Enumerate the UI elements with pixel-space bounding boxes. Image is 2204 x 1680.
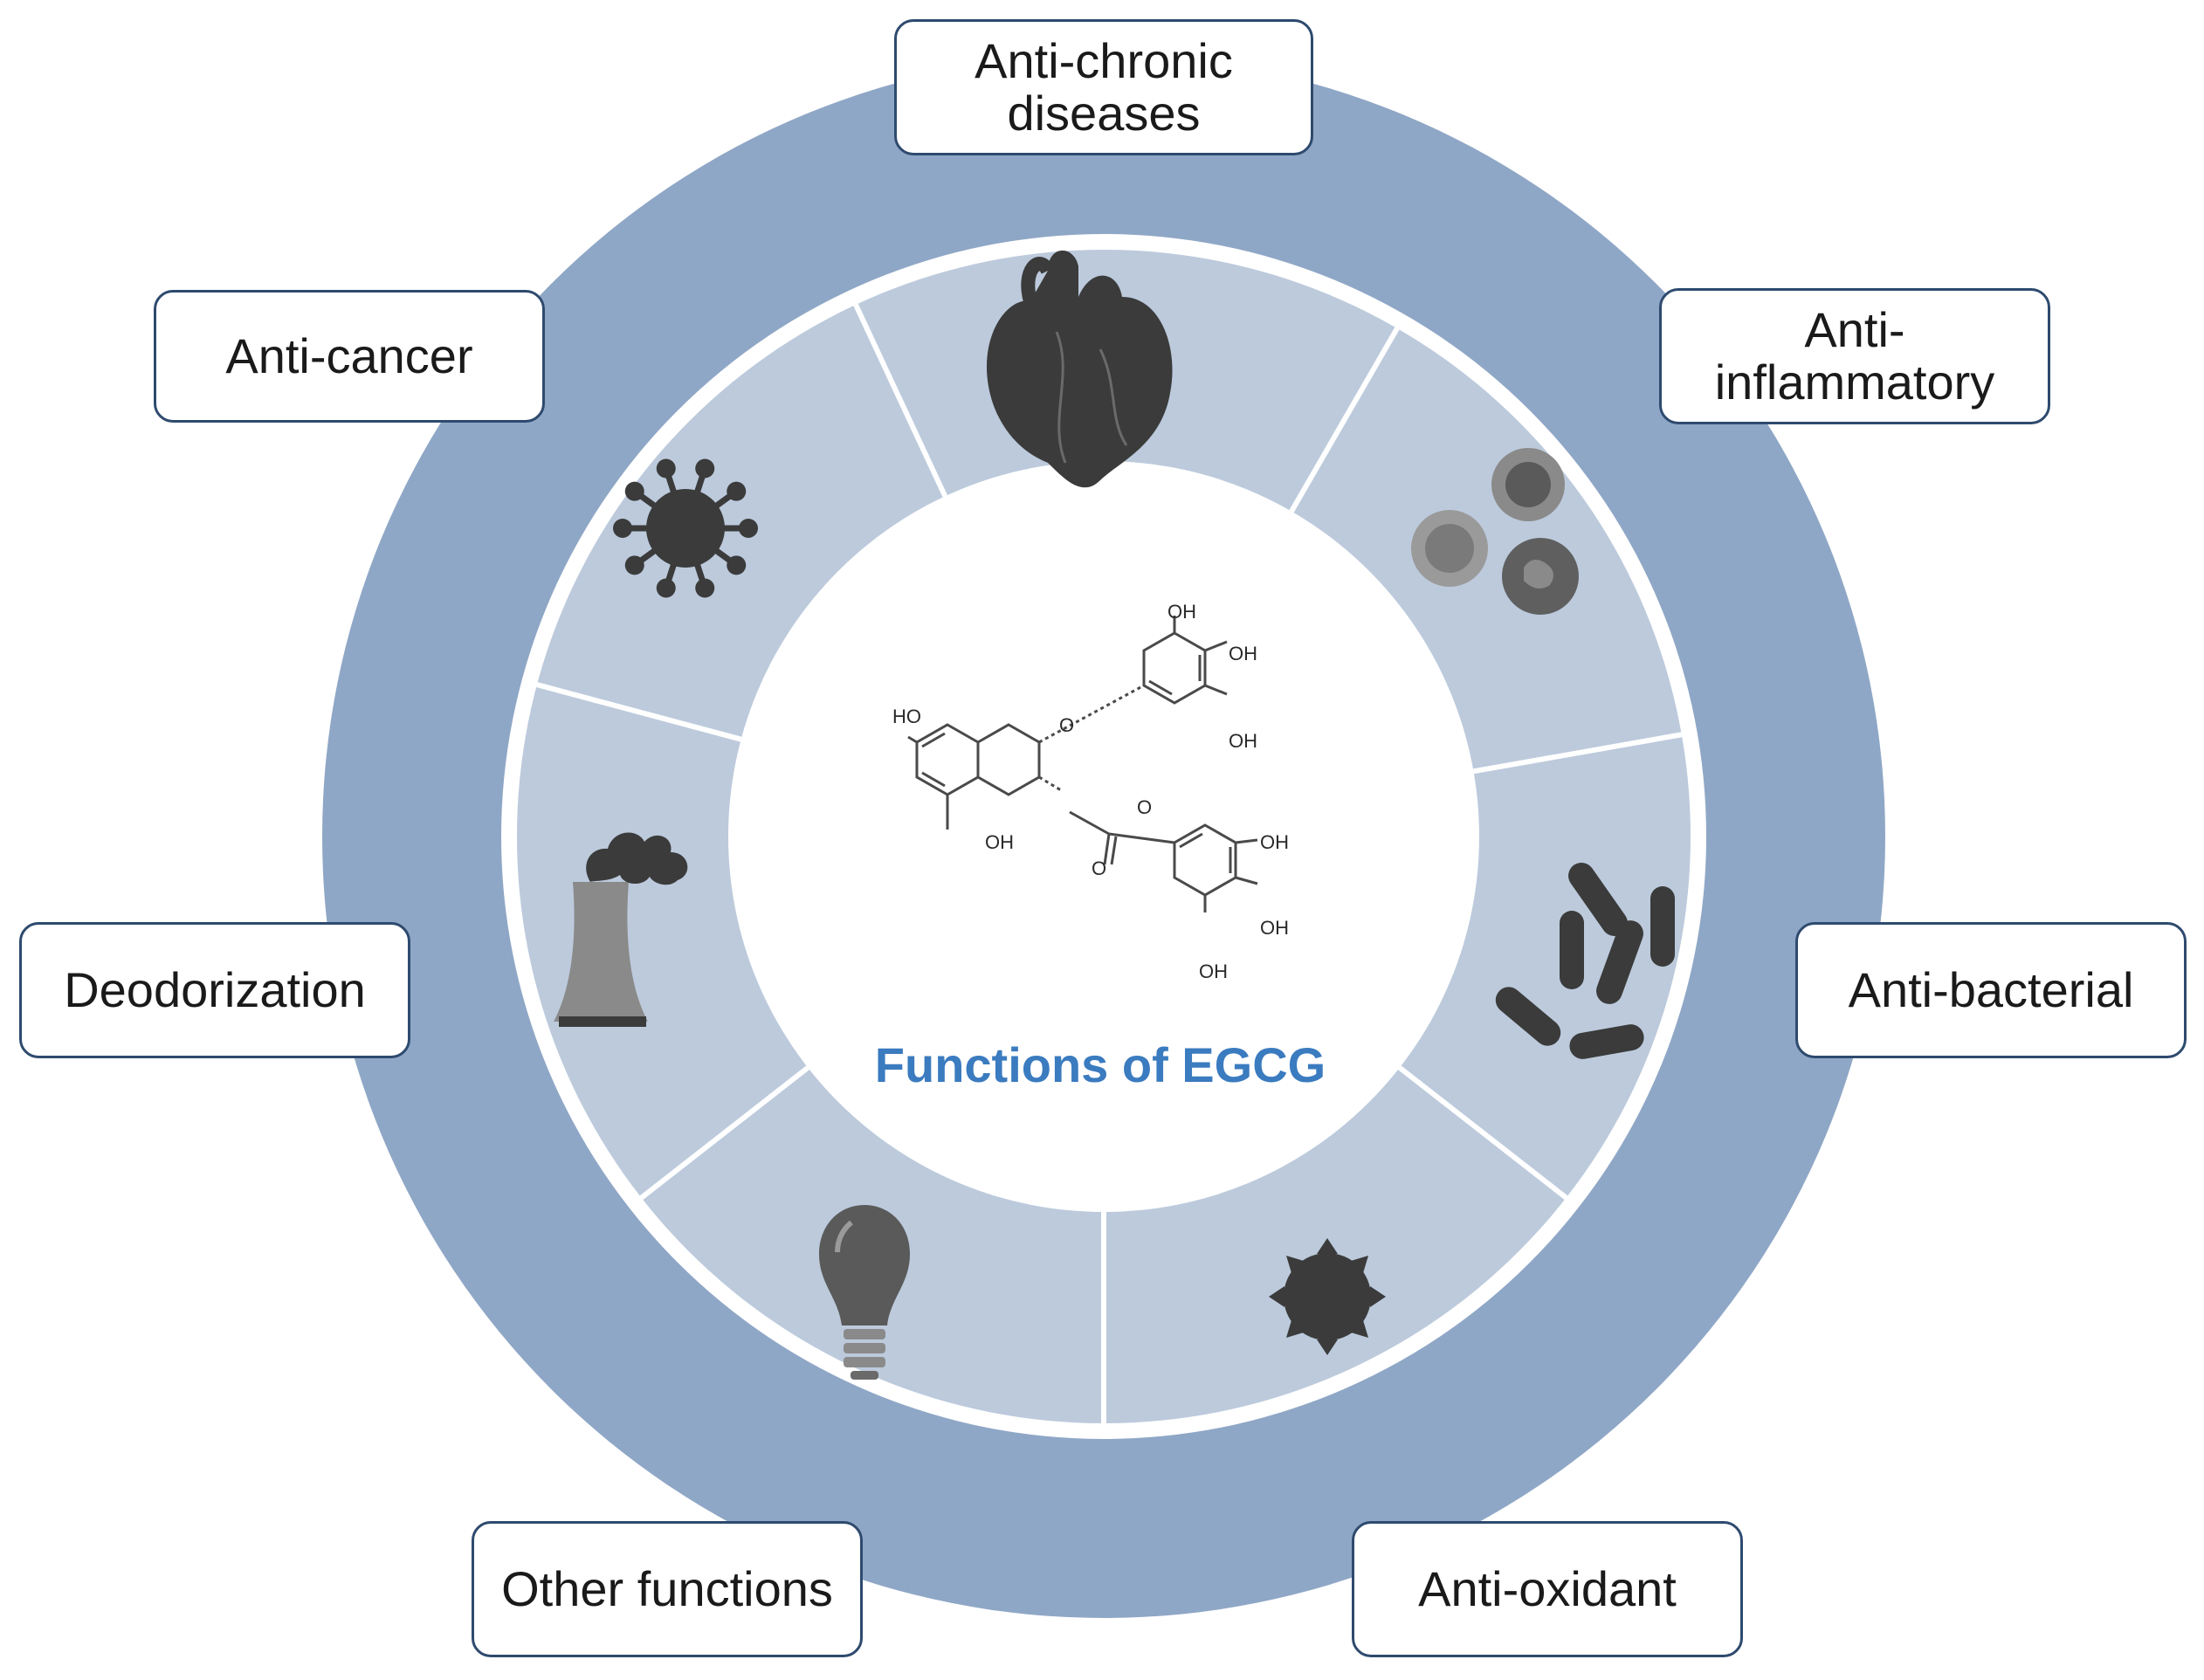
label-line: Other functions bbox=[501, 1561, 833, 1616]
label-line: Anti-chronic bbox=[975, 33, 1233, 88]
molecule-atom-label: OH bbox=[1260, 917, 1289, 939]
molecule-atom-label: OH bbox=[985, 831, 1014, 853]
virus-icon bbox=[613, 458, 758, 598]
label-anti-cancer: Anti-cancer bbox=[154, 290, 545, 423]
factory-chimney-icon bbox=[554, 832, 688, 1027]
heart-icon bbox=[987, 250, 1173, 488]
label-line: diseases bbox=[1007, 86, 1201, 141]
label-deodorization: Deodorization bbox=[19, 922, 410, 1058]
molecule-atom-label: OH bbox=[1199, 960, 1228, 982]
molecule-atom-label: OH bbox=[1229, 643, 1257, 664]
label-line: Deodorization bbox=[64, 962, 366, 1017]
bacteria-icon bbox=[1495, 862, 1675, 1059]
label-line: Anti-oxidant bbox=[1418, 1561, 1677, 1616]
egcg-molecule bbox=[907, 616, 1258, 912]
molecule-labels: HO O OH OH OH OH O O OH OH OH bbox=[892, 601, 1289, 982]
segment-divider bbox=[1397, 1065, 1568, 1201]
label-line: inflammatory bbox=[1714, 355, 1995, 410]
label-anti-inflammatory: Anti-inflammatory bbox=[1659, 288, 2050, 424]
molecule-atom-label: O bbox=[1059, 714, 1074, 736]
label-line: Anti-bacterial bbox=[1848, 962, 2134, 1017]
molecule-atom-label: O bbox=[1137, 796, 1152, 818]
segment-divider bbox=[639, 1065, 810, 1201]
molecule-atom-label: OH bbox=[1167, 601, 1196, 623]
segment-dividers bbox=[536, 303, 1683, 1423]
label-anti-bacterial: Anti-bacterial bbox=[1795, 922, 2187, 1058]
sun-icon bbox=[1269, 1238, 1386, 1355]
segment-divider bbox=[536, 682, 742, 742]
segment-divider bbox=[1289, 327, 1400, 513]
center-title: Functions of EGCG bbox=[874, 1037, 1326, 1092]
molecule-atom-label: O bbox=[1092, 857, 1106, 879]
label-other-functions: Other functions bbox=[472, 1521, 863, 1657]
label-anti-oxidant: Anti-oxidant bbox=[1352, 1521, 1743, 1657]
immune-cells-icon bbox=[1411, 448, 1579, 615]
center-disc bbox=[728, 461, 1479, 1212]
label-line: Anti- bbox=[1804, 302, 1905, 357]
segment-divider bbox=[853, 303, 947, 498]
lightbulb-icon bbox=[819, 1205, 910, 1380]
molecule-atom-label: OH bbox=[1229, 730, 1257, 752]
segment-divider bbox=[1472, 732, 1683, 775]
molecule-atom-label: OH bbox=[1260, 831, 1289, 853]
molecule-atom-label: HO bbox=[892, 706, 921, 727]
label-line: Anti-cancer bbox=[225, 328, 473, 383]
